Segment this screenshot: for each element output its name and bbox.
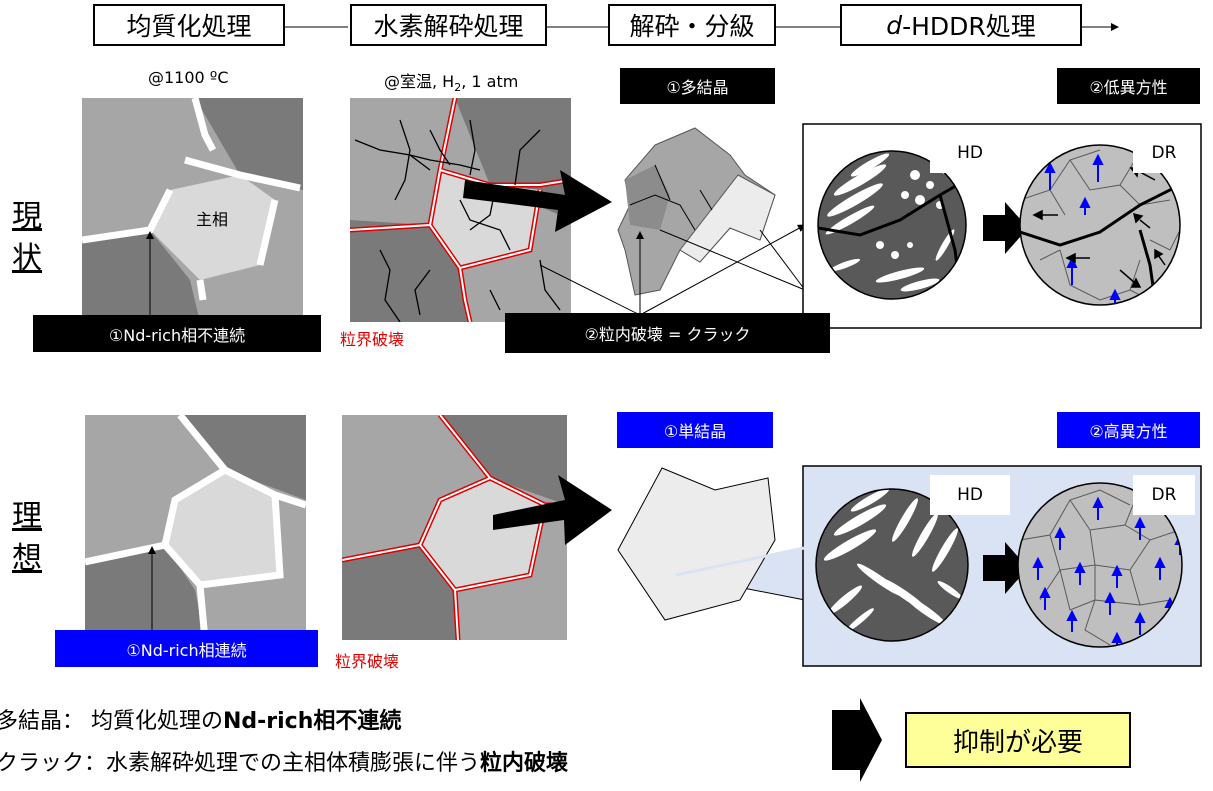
arrow-hd-dr-ideal: [983, 542, 1028, 594]
condition-homogenization: @1100 ºC: [148, 68, 229, 87]
condition-hydrogen: @室温, H2, 1 atm: [384, 72, 519, 95]
ideal-hydrogen-grains: [342, 415, 567, 640]
current-hydrogen-grains: [350, 98, 571, 322]
tag-polycrystal: ①多結晶: [620, 68, 775, 104]
summary-line-1: 多結晶： 均質化処理のNd-rich相不連続: [0, 709, 402, 734]
tag-nd-rich-continuous: ①Nd-rich相連続: [55, 630, 318, 667]
label-hd-ideal: HD: [930, 475, 1010, 515]
label-intergranular-fracture-current: 粒界破壊: [340, 330, 405, 349]
tag-single-crystal: ①単結晶: [617, 412, 773, 448]
tag-nd-rich-discontinuous: ①Nd-rich相不連続: [33, 315, 321, 352]
zoom-lines-current: [539, 224, 806, 316]
row-label-current: 現状: [12, 199, 42, 276]
ideal-homogenized-grains: [85, 415, 306, 640]
summary-arrow: [832, 698, 882, 782]
current-homogenized-grains: [82, 98, 303, 322]
label-hd-current: HD: [930, 133, 1010, 173]
row-label-ideal: 理想: [12, 499, 42, 576]
step-hydrogen-decrepitation: 水素解砕処理: [350, 4, 547, 46]
step-crush-classify: 解砕・分級: [608, 4, 776, 46]
step-d-hddr: d-HDDR処理: [840, 4, 1082, 46]
arrow-ideal-to-crush: [493, 475, 612, 545]
ideal-single-crystal-particle: [617, 467, 776, 621]
arrow-current-to-crush: [463, 170, 612, 232]
tag-high-anisotropy: ②高異方性: [1057, 412, 1200, 448]
main-phase-label: 主相: [196, 210, 229, 229]
label-dr-current: DR: [1133, 133, 1195, 173]
current-hd-circle: [818, 151, 966, 299]
arrow-hd-dr-current: [983, 202, 1028, 254]
summary-line-2: クラック：水素解砕処理での主相体積膨張に伴う粒内破壊: [0, 751, 569, 776]
label-intergranular-fracture-ideal: 粒界破壊: [335, 652, 400, 671]
ideal-hd-circle: [816, 489, 968, 641]
step-homogenization: 均質化処理: [93, 4, 285, 46]
tag-intragranular-crack: ②粒内破壊 = クラック: [505, 313, 830, 353]
result-suppression-required: 抑制が必要: [905, 712, 1131, 768]
label-dr-ideal: DR: [1133, 475, 1195, 515]
tag-low-anisotropy: ②低異方性: [1057, 68, 1200, 104]
current-crushed-particle: [617, 127, 776, 296]
ideal-dr-circle: [1018, 483, 1182, 647]
